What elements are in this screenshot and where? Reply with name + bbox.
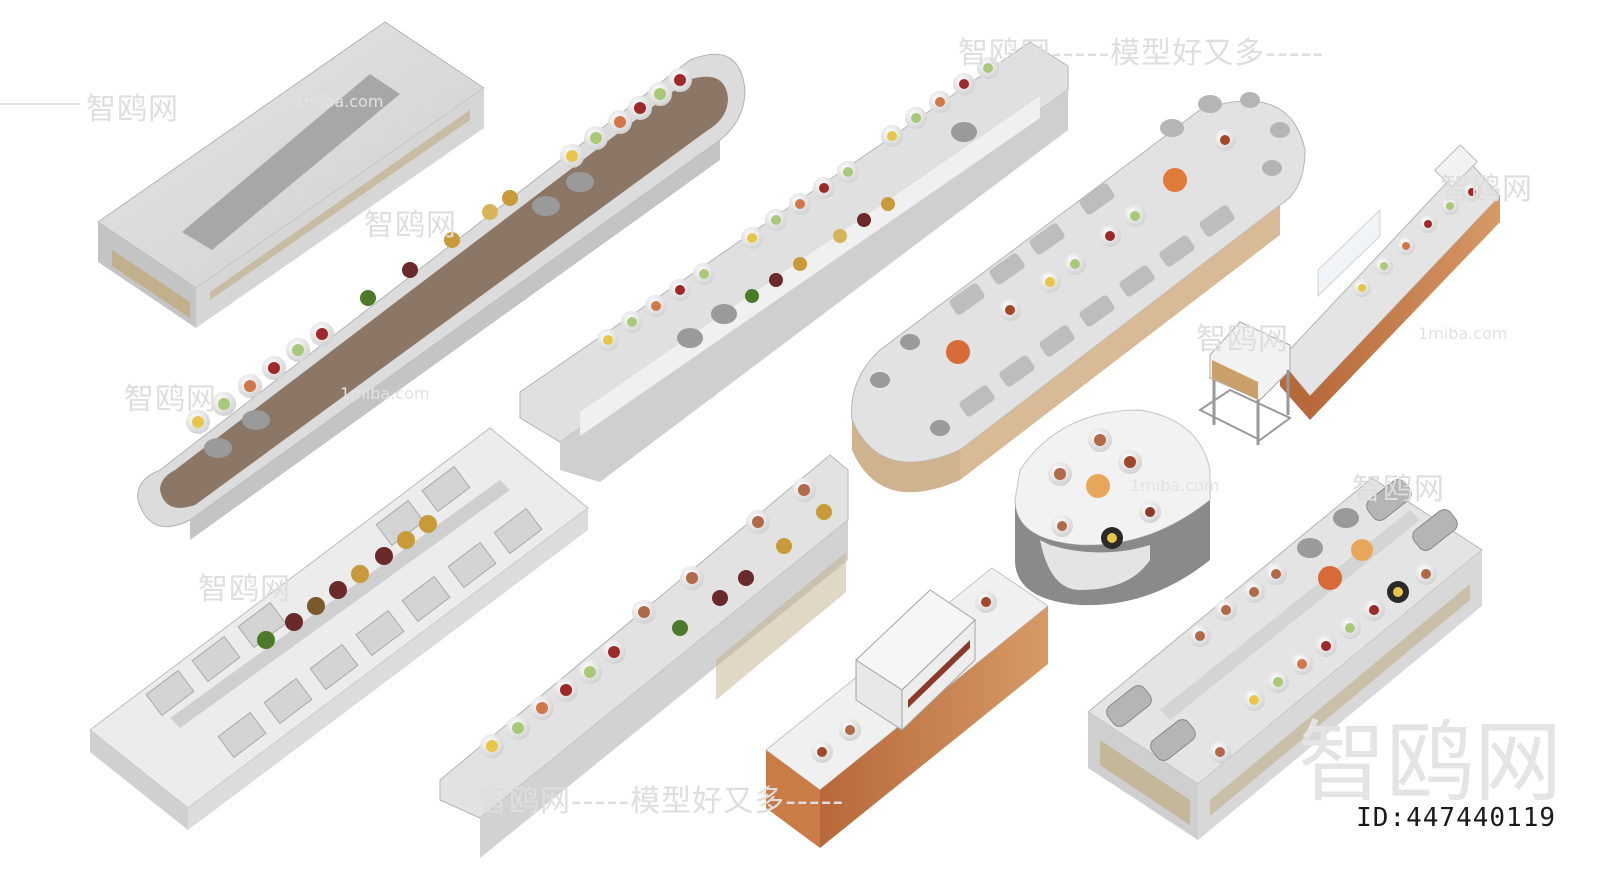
diagonal-dish-counter bbox=[439, 454, 849, 858]
steel-well-counter bbox=[89, 427, 589, 830]
watermark-line bbox=[0, 103, 80, 105]
marble-cake-island bbox=[1014, 409, 1211, 606]
steel-wells bbox=[145, 465, 543, 759]
marble-display-counter bbox=[765, 567, 1049, 848]
model-id-label: ID:447440119 bbox=[1356, 803, 1556, 833]
oval-counter-dishes bbox=[186, 68, 692, 458]
right-counter-dishes bbox=[1353, 183, 1481, 297]
chafing-counter-dishes bbox=[1106, 479, 1458, 763]
serving-cart bbox=[1198, 321, 1292, 445]
straight-counter-dishes bbox=[597, 57, 999, 351]
oval-tray-counter bbox=[137, 53, 746, 540]
diagonal-counter-dishes bbox=[480, 478, 832, 758]
display-case bbox=[855, 589, 976, 732]
chafing-dish-counter bbox=[1087, 477, 1483, 840]
rounded-chafing-island bbox=[851, 92, 1306, 493]
plain-counter bbox=[97, 21, 485, 328]
right-wood-counter bbox=[1198, 144, 1501, 445]
island-chafing-dishes bbox=[870, 92, 1290, 436]
long-straight-counter bbox=[519, 41, 1069, 482]
